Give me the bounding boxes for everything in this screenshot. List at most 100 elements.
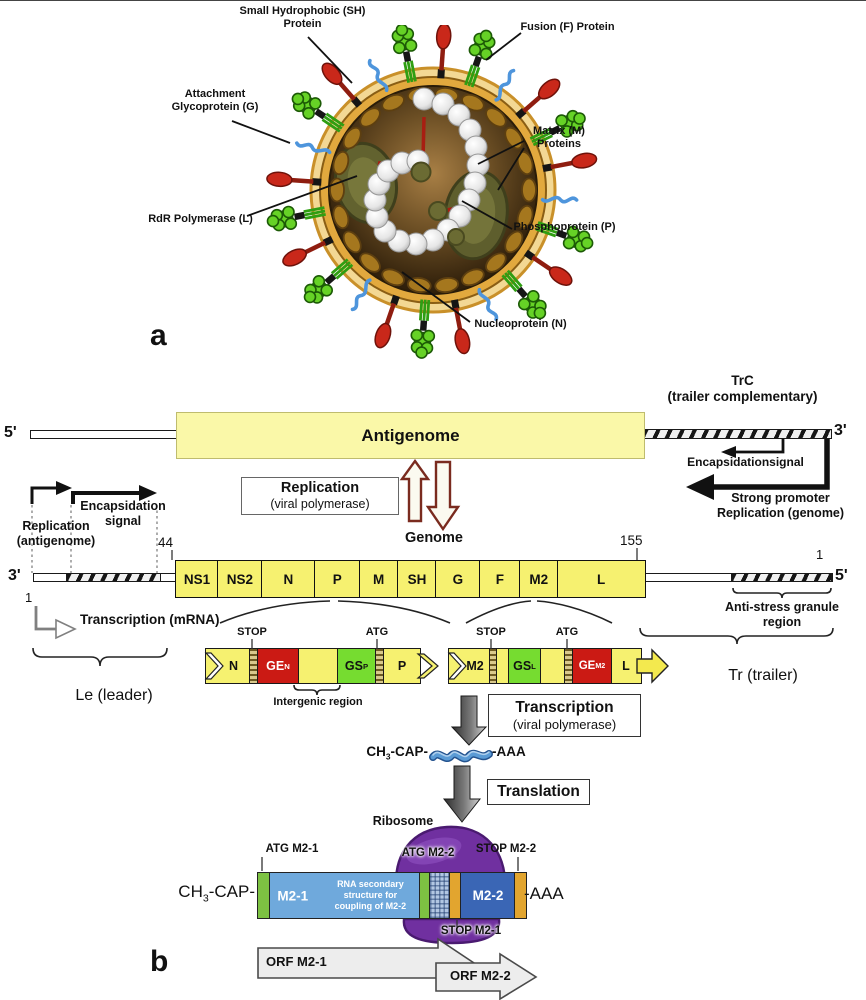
encapsidation-signal-arrow-left xyxy=(71,485,157,504)
rna-structure-line2: structure for xyxy=(343,889,398,900)
antigenome-leader-line xyxy=(30,430,179,439)
f-protein-spike xyxy=(403,61,410,83)
m2-2-orf-segment: M2-2 xyxy=(460,872,517,919)
translation-process-arrow xyxy=(442,765,482,823)
five-prime-top: 5' xyxy=(4,423,17,443)
f-protein-spike xyxy=(302,107,315,120)
f-protein-spike xyxy=(422,299,427,321)
f-protein-spike xyxy=(526,289,540,303)
replication-box: Replication (viral polymerase) xyxy=(241,477,399,515)
strong-promoter-label: Strong promoter Replication (genome) xyxy=(698,491,863,522)
f-protein-spike xyxy=(404,39,418,52)
trailer-label: Tr (trailer) xyxy=(698,666,828,686)
g-protein-spike xyxy=(515,107,527,120)
f-protein-spike xyxy=(531,131,552,144)
transcription-mrna-arrow xyxy=(34,606,77,640)
panel-a-letter-text: a xyxy=(150,319,167,352)
antigenome-box: Antigenome xyxy=(176,412,645,459)
f-protein-spike xyxy=(580,236,594,250)
gene-box-p: P xyxy=(314,560,361,598)
f-protein-spike xyxy=(506,269,523,288)
anti-stress-brace xyxy=(732,587,832,599)
junction1-gs-sub: P xyxy=(362,661,369,671)
f-protein-spike xyxy=(537,221,559,231)
f-protein-spike xyxy=(303,206,325,213)
translation-box-text: Translation xyxy=(497,783,580,801)
transcription-box-line1: Transcription xyxy=(515,698,614,716)
replication-up-arrow xyxy=(399,458,431,523)
five-prime-right-text: 5' xyxy=(835,567,848,584)
g-protein-spike xyxy=(537,78,561,100)
junction1-ge-text: GE xyxy=(266,659,285,673)
m2-mrna-bar: M2-1 RNA secondary structure for couplin… xyxy=(257,872,528,919)
f-protein-spike xyxy=(304,209,326,217)
replication-antigenome-line1: Replication xyxy=(22,519,90,533)
process-arrows xyxy=(442,695,488,823)
stop-m2-1-text: STOP M2-1 xyxy=(440,925,502,937)
g-protein-spike xyxy=(390,294,400,306)
f-protein-spike xyxy=(419,320,428,331)
sh-protein-label-line1: Small Hydrophobic (SH) xyxy=(239,5,366,17)
encapsidation-signal-right-label: Encapsidationsignal xyxy=(678,455,813,470)
f-protein-spike xyxy=(479,29,493,43)
f-protein-spike xyxy=(501,274,518,293)
f-protein-spike xyxy=(536,224,558,234)
f-protein-spike xyxy=(555,229,568,239)
rdr-polymerase-label-text: RdR Polymerase (L) xyxy=(148,213,253,225)
matrix-oval xyxy=(516,204,534,230)
f-protein-spike xyxy=(266,214,280,228)
gene-g-text: G xyxy=(452,571,464,587)
encapsidation-left-line2: signal xyxy=(104,514,142,529)
sh-protein-spike xyxy=(540,195,579,204)
antigenome-trailer-line xyxy=(643,429,832,439)
junction1-intergenic-gap xyxy=(297,648,339,684)
m2-1-orf-segment: M2-1 RNA secondary structure for couplin… xyxy=(269,872,421,919)
f-protein-spike xyxy=(291,92,305,106)
gene-ns2-text: NS2 xyxy=(226,571,254,587)
five-prime-top-text: 5' xyxy=(4,424,17,441)
mrna-cap-sub: 3 xyxy=(385,751,391,762)
panel-b-letter-text: b xyxy=(150,945,169,978)
mrna-cap-tail: -CAP- xyxy=(390,744,429,759)
junction1-stop-text: STOP xyxy=(237,626,267,638)
junction2-gs-sub: L xyxy=(531,661,536,671)
f-protein-spike xyxy=(324,273,337,285)
f-protein-spike xyxy=(532,134,553,147)
gene-box-m: M xyxy=(358,560,399,598)
intergenic-region-text: Intergenic region xyxy=(273,696,363,708)
fusion-protein-label: Fusion (F) Protein xyxy=(500,21,635,34)
anti-stress-line2: region xyxy=(762,615,802,630)
five-prime-right: 5' xyxy=(835,566,848,586)
antigenome-box-text: Antigenome xyxy=(361,425,460,445)
matrix-label-line2: Proteins xyxy=(536,138,581,151)
matrix-oval xyxy=(434,276,460,294)
f-protein-spike xyxy=(562,236,576,250)
m2-mrna-polya-text: -AAA xyxy=(524,884,564,903)
g-protein-spike xyxy=(523,249,536,261)
intergenic-brace xyxy=(293,684,341,696)
f-protein-spike xyxy=(410,60,417,82)
junction1-atg-text: ATG xyxy=(365,626,389,638)
matrix-oval xyxy=(342,230,362,254)
f-protein-spike xyxy=(472,55,482,68)
matrix-oval xyxy=(381,268,405,287)
gene-l-text: L xyxy=(597,571,606,587)
stop-m2-2-text: STOP M2-2 xyxy=(475,843,537,855)
phosphoprotein-label: Phosphoprotein (P) xyxy=(512,221,617,234)
mrna-wave xyxy=(429,749,493,763)
m2-mrna-polya-label: -AAA xyxy=(524,884,564,905)
f-protein-spike xyxy=(467,65,477,87)
replication-box-line2: (viral polymerase) xyxy=(270,497,370,512)
m2-2-label: M2-2 xyxy=(472,888,504,903)
f-protein-spike xyxy=(573,112,586,125)
f-protein-spike xyxy=(533,306,547,320)
replication-antigenome-line2: (antigenome) xyxy=(16,534,96,549)
matrix-oval xyxy=(504,230,524,254)
junction2-stop-text: STOP xyxy=(476,626,506,638)
junction1-fan-left xyxy=(219,600,331,624)
gene-box-ns2: NS2 xyxy=(217,560,263,598)
position-155: 155 xyxy=(620,533,643,549)
g-protein-spike xyxy=(542,163,553,173)
f-protein-spike xyxy=(415,346,428,359)
